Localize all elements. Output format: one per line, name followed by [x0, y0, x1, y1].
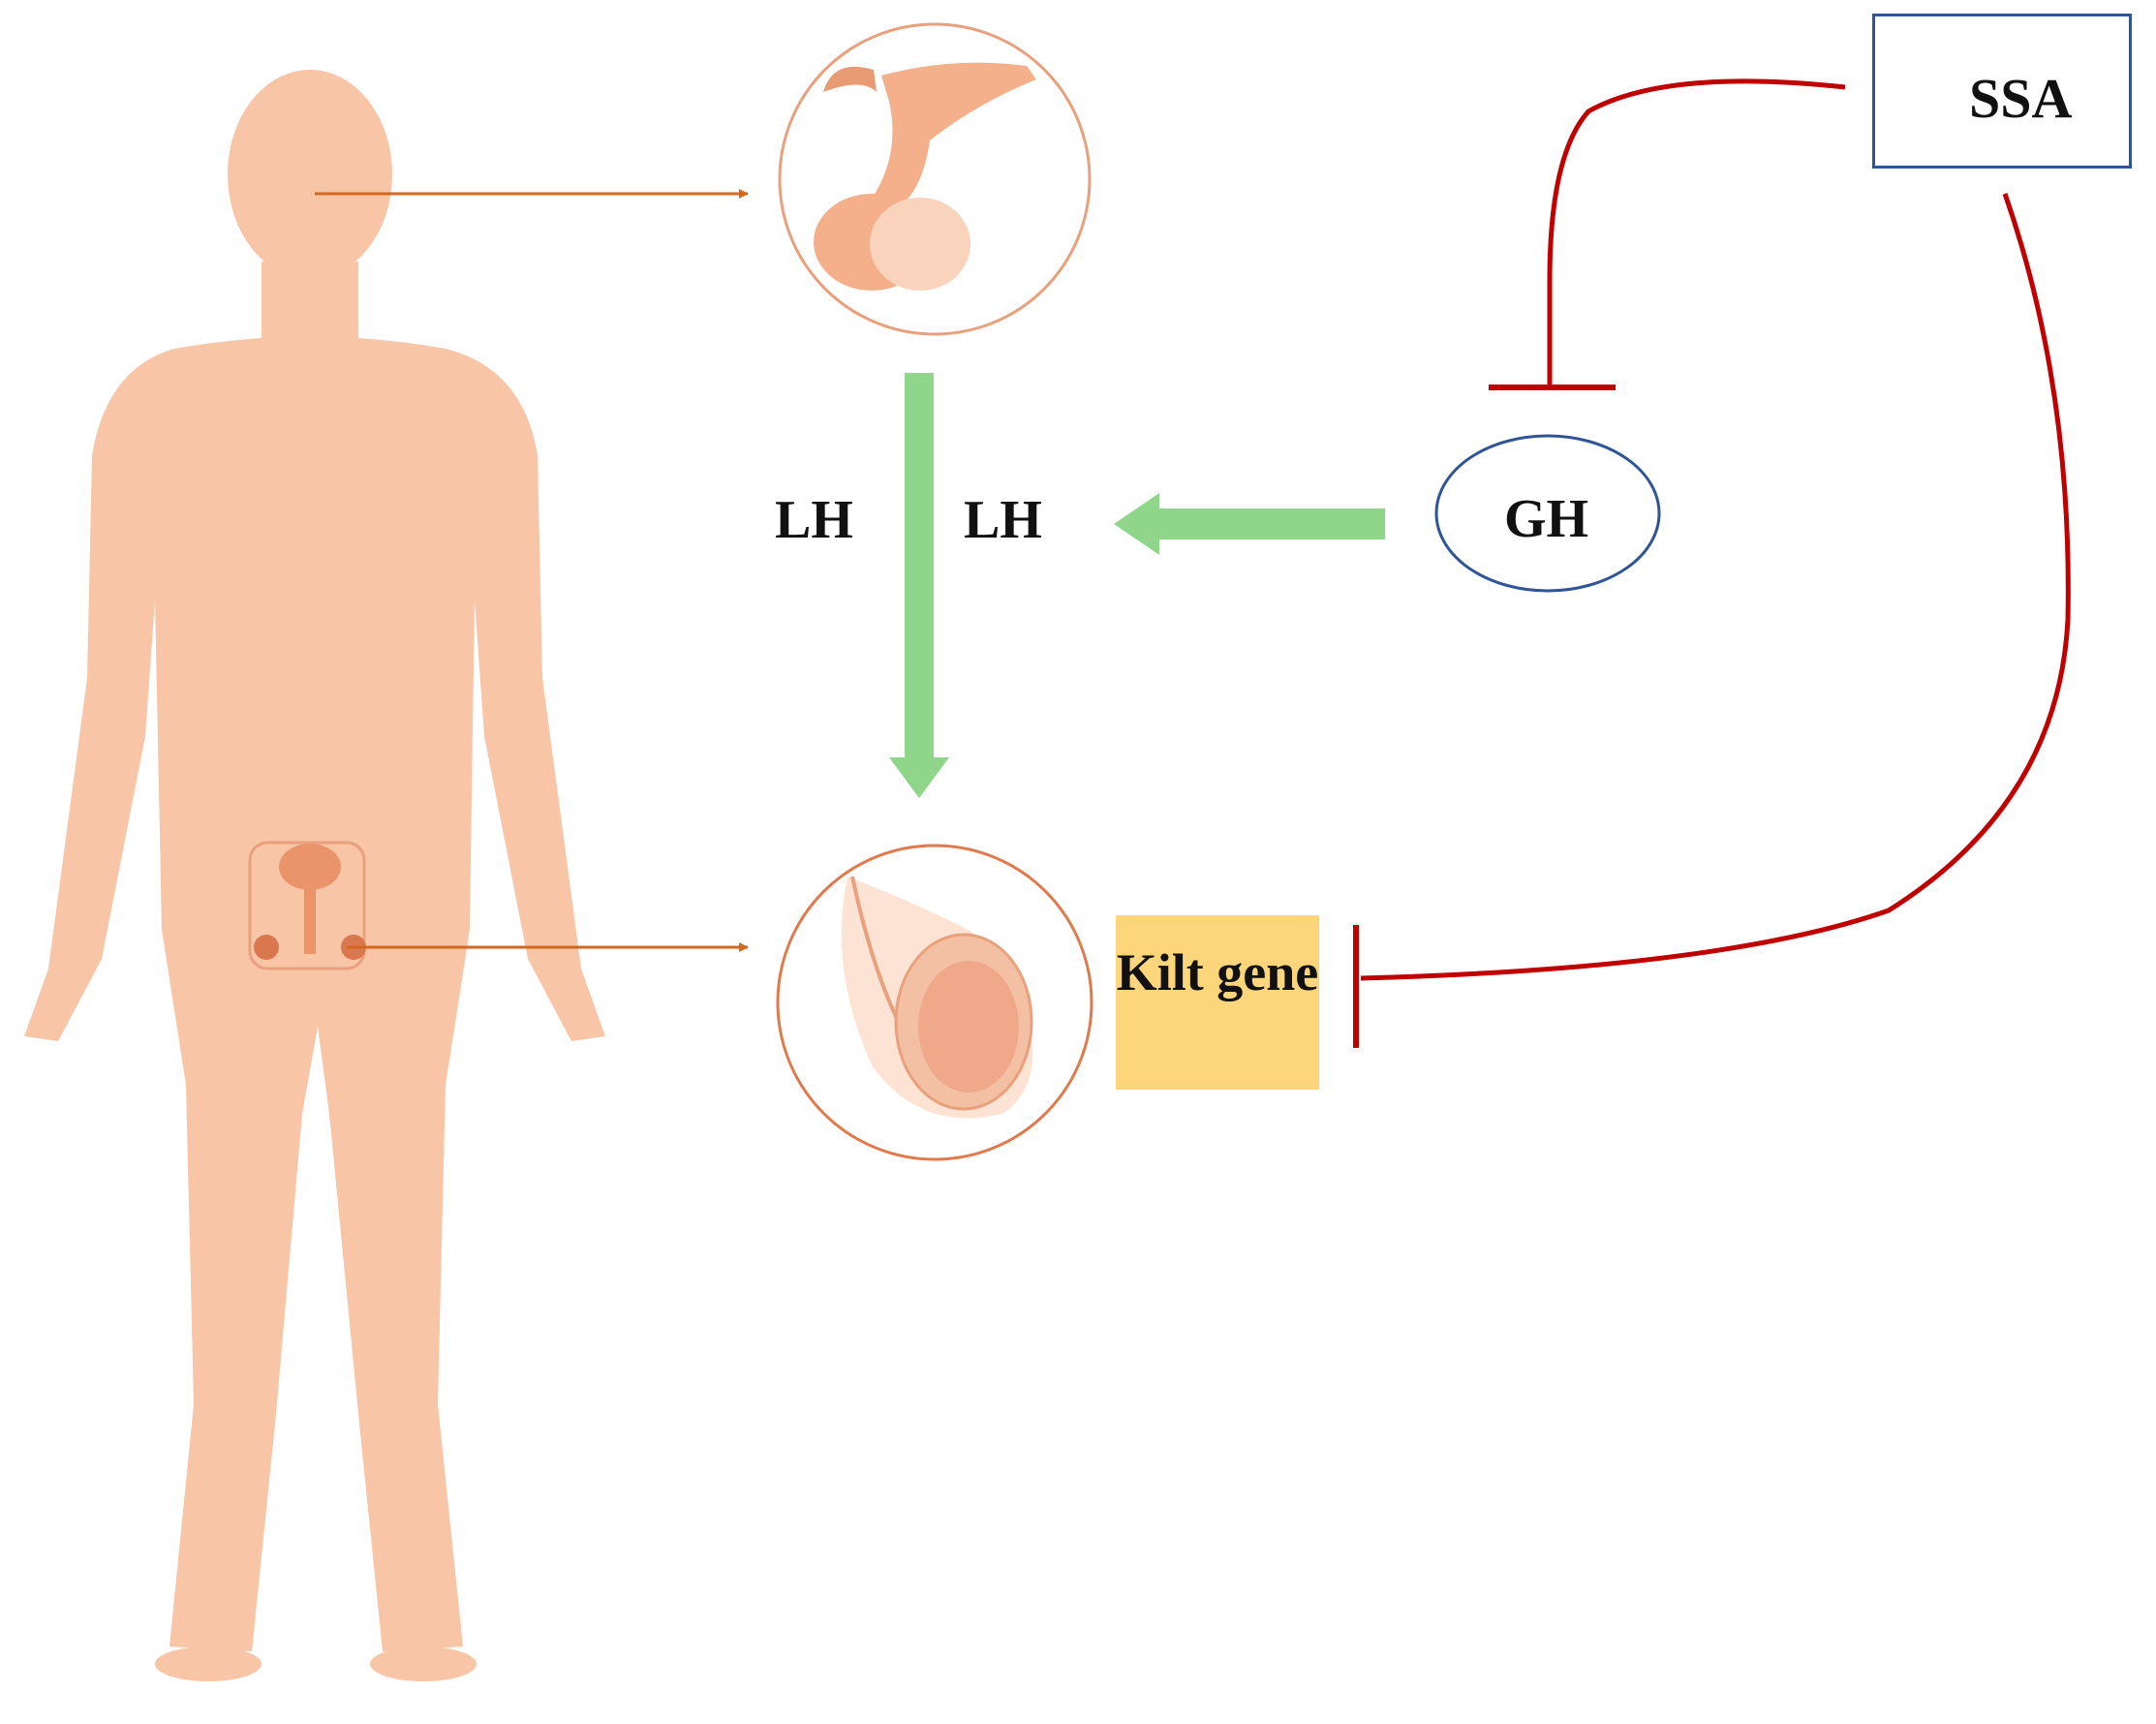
kilt-gene-label: Kilt gene	[1116, 943, 1319, 1001]
right-foot	[370, 1647, 477, 1681]
gh-arrow-shaft	[1157, 508, 1385, 539]
ssa-node-box	[1872, 14, 2132, 169]
ssa-to-kilt-inhibition-line	[1360, 193, 2071, 981]
testis-inner	[918, 961, 1019, 1093]
pituitary-stalk	[872, 62, 1036, 209]
pituitary-gland-illustration	[778, 22, 1092, 336]
head	[228, 70, 392, 279]
organ-outline	[248, 841, 366, 970]
torso-and-limbs	[24, 336, 605, 1651]
urethra-shape	[304, 886, 316, 954]
left-foot	[155, 1647, 262, 1681]
human-body-silhouette	[24, 70, 605, 1681]
kilt-gene-node-box	[1116, 915, 1319, 1090]
gh-arrow-head	[1114, 493, 1159, 555]
lh-label-left: LH	[775, 490, 853, 550]
pituitary-tip	[823, 66, 877, 92]
gh-to-lh-arrow	[1114, 493, 1385, 555]
lh-arrow-shaft	[905, 373, 934, 765]
gh-label: GH	[1504, 489, 1589, 549]
lh-arrow-head	[889, 757, 949, 798]
bladder-shape	[279, 844, 341, 890]
lh-label-right: LH	[964, 490, 1042, 550]
pituitary-posterior-lobe	[870, 198, 970, 291]
left-testis-shape	[254, 935, 279, 960]
testis-illustration	[776, 844, 1093, 1161]
neck	[262, 262, 358, 349]
gh-node-ellipse	[1434, 434, 1661, 593]
ssa-to-gh-inhibition-line	[1547, 78, 1846, 385]
ssa-label: SSA	[1969, 67, 2073, 130]
lh-stimulation-arrow	[889, 373, 949, 798]
vas-deferens	[850, 876, 903, 1028]
reproductive-organs-icon	[248, 841, 366, 970]
